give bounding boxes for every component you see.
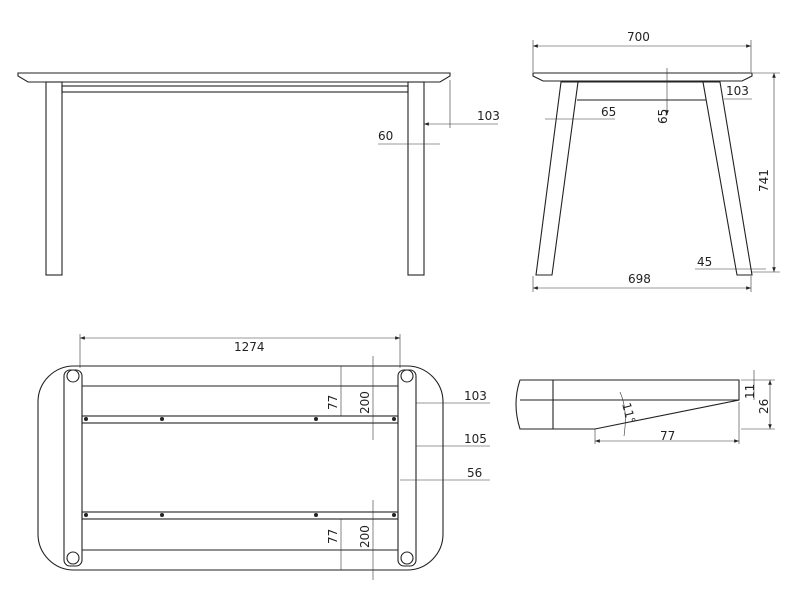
tabletop-outline	[37, 365, 444, 571]
leg-right	[407, 81, 425, 276]
screw-dots	[84, 417, 396, 517]
dim-label: 77	[326, 395, 340, 410]
dim-label: 65	[656, 109, 670, 124]
frame-left	[63, 369, 83, 567]
dim-label: 200	[358, 525, 372, 548]
dim-label: 698	[628, 272, 651, 286]
dim-label: 60	[378, 129, 393, 143]
apron-rail	[61, 85, 409, 93]
dim-label: 103	[726, 84, 749, 98]
dim-label: 105	[464, 432, 487, 446]
dim-label: 1274	[234, 340, 265, 354]
dim-label: 11	[743, 384, 757, 399]
dim-label: 700	[627, 30, 650, 44]
tabletop	[532, 72, 753, 82]
dim-label: 77	[660, 429, 675, 443]
dim-label: 45	[697, 255, 712, 269]
plan-view: 1274 77 200 77 200 103 105 56	[37, 334, 490, 580]
dim-label: 103	[477, 109, 500, 123]
rail-bottom	[81, 511, 399, 520]
dim-label: 26	[757, 399, 771, 414]
dim-label: 103	[464, 389, 487, 403]
edge-profile	[515, 379, 740, 430]
rail-top	[81, 415, 399, 424]
dim-label: 11°	[619, 401, 638, 425]
dim-label: 77	[326, 529, 340, 544]
leg-left	[535, 81, 579, 276]
leg-circles	[66, 369, 414, 565]
dim-label: 200	[358, 391, 372, 414]
tabletop	[17, 72, 451, 83]
leg-right	[702, 81, 753, 276]
leg-left	[45, 81, 63, 276]
dim-label: 56	[467, 466, 482, 480]
side-view: 700 741 698 65 65 103 45	[532, 30, 780, 292]
edge-detail: 77 11° 11 26	[515, 370, 775, 444]
dim-label: 65	[601, 105, 616, 119]
front-view: 103 60	[17, 72, 500, 276]
dim-label: 741	[757, 169, 771, 192]
frame-right	[397, 369, 417, 567]
